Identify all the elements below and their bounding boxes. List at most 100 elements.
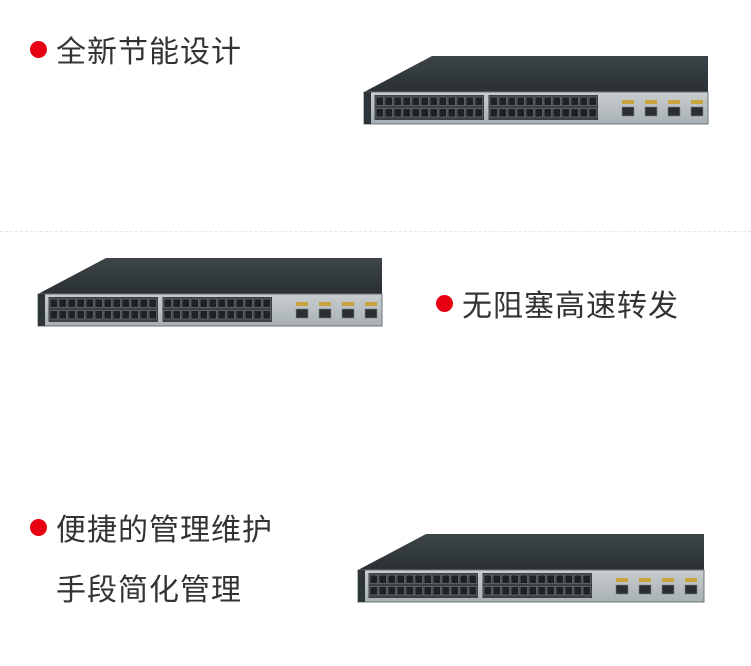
rj45-port: [414, 574, 423, 584]
rj45-port: [378, 574, 387, 584]
bullet-dot: [30, 519, 47, 536]
rj45-port: [181, 298, 190, 308]
rj45-port: [450, 586, 459, 596]
rj45-port: [564, 586, 573, 596]
rj45-port: [112, 310, 121, 320]
rj45-port: [465, 96, 474, 106]
rj45-port: [432, 574, 441, 584]
bullet-dot: [436, 295, 453, 312]
rj45-port: [384, 108, 393, 118]
rj45-port: [253, 310, 262, 320]
rj45-port: [378, 586, 387, 596]
rj45-port: [552, 108, 561, 118]
rj45-port: [582, 574, 591, 584]
rj45-port: [543, 96, 552, 106]
rj45-port: [139, 298, 148, 308]
rj45-port: [235, 298, 244, 308]
switch-ear: [364, 92, 371, 124]
rj45-port: [199, 298, 208, 308]
rj45-port: [148, 298, 157, 308]
rj45-port: [507, 108, 516, 118]
rj45-port: [441, 574, 450, 584]
sfp-led: [342, 302, 354, 306]
rj45-port: [402, 96, 411, 106]
rj45-port: [525, 96, 534, 106]
rj45-port: [492, 574, 501, 584]
sfp-port: [667, 106, 681, 117]
sfp-port: [364, 308, 378, 319]
sfp-led: [645, 100, 657, 104]
rj45-port: [94, 310, 103, 320]
rj45-port: [534, 96, 543, 106]
sfp-led: [685, 578, 697, 582]
rj45-port: [121, 310, 130, 320]
rj45-port: [244, 310, 253, 320]
rj45-port: [555, 586, 564, 596]
rj45-port: [423, 574, 432, 584]
bullet-dot: [30, 41, 47, 58]
rj45-port: [519, 574, 528, 584]
rj45-port: [199, 310, 208, 320]
rj45-port: [181, 310, 190, 320]
rj45-port: [139, 310, 148, 320]
rj45-port: [570, 108, 579, 118]
rj45-port: [555, 574, 564, 584]
rj45-port: [537, 574, 546, 584]
sfp-led: [668, 100, 680, 104]
rj45-port: [456, 108, 465, 118]
sfp-port: [638, 584, 652, 595]
section-divider: [0, 231, 751, 232]
sfp-led: [365, 302, 377, 306]
rj45-port: [85, 298, 94, 308]
rj45-port: [441, 586, 450, 596]
rj45-port: [519, 586, 528, 596]
feature-text: 无阻塞高速转发: [462, 289, 679, 324]
rj45-port: [208, 310, 217, 320]
sfp-led: [319, 302, 331, 306]
rj45-port: [543, 108, 552, 118]
rj45-port: [552, 96, 561, 106]
switch-image: [363, 56, 709, 125]
rj45-port: [483, 586, 492, 596]
switch-image: [357, 534, 705, 603]
sfp-led: [662, 578, 674, 582]
rj45-port: [561, 108, 570, 118]
rj45-port: [67, 310, 76, 320]
rj45-port: [405, 574, 414, 584]
rj45-port: [384, 96, 393, 106]
rj45-port: [172, 310, 181, 320]
rj45-port: [405, 586, 414, 596]
rj45-port: [172, 298, 181, 308]
rj45-port: [432, 586, 441, 596]
sfp-port: [684, 584, 698, 595]
rj45-port: [190, 310, 199, 320]
feature-text: 便捷的管理维护: [56, 513, 273, 548]
sfp-port: [661, 584, 675, 595]
rj45-port: [208, 298, 217, 308]
rj45-port: [76, 310, 85, 320]
rj45-port: [420, 96, 429, 106]
rj45-port: [130, 298, 139, 308]
sfp-port: [615, 584, 629, 595]
rj45-port: [537, 586, 546, 596]
rj45-port: [588, 96, 597, 106]
rj45-port: [468, 574, 477, 584]
rj45-port: [67, 298, 76, 308]
rj45-port: [474, 96, 483, 106]
rj45-port: [121, 298, 130, 308]
rj45-port: [387, 586, 396, 596]
rj45-port: [459, 586, 468, 596]
rj45-port: [450, 574, 459, 584]
rj45-port: [579, 96, 588, 106]
rj45-port: [510, 586, 519, 596]
rj45-port: [163, 310, 172, 320]
rj45-port: [49, 310, 58, 320]
rj45-port: [456, 96, 465, 106]
rj45-port: [546, 586, 555, 596]
feature-non-blocking: 无阻塞高速转发: [436, 290, 679, 324]
sfp-led: [691, 100, 703, 104]
rj45-port: [58, 310, 67, 320]
rj45-port: [420, 108, 429, 118]
sfp-port: [621, 106, 635, 117]
rj45-port: [459, 574, 468, 584]
